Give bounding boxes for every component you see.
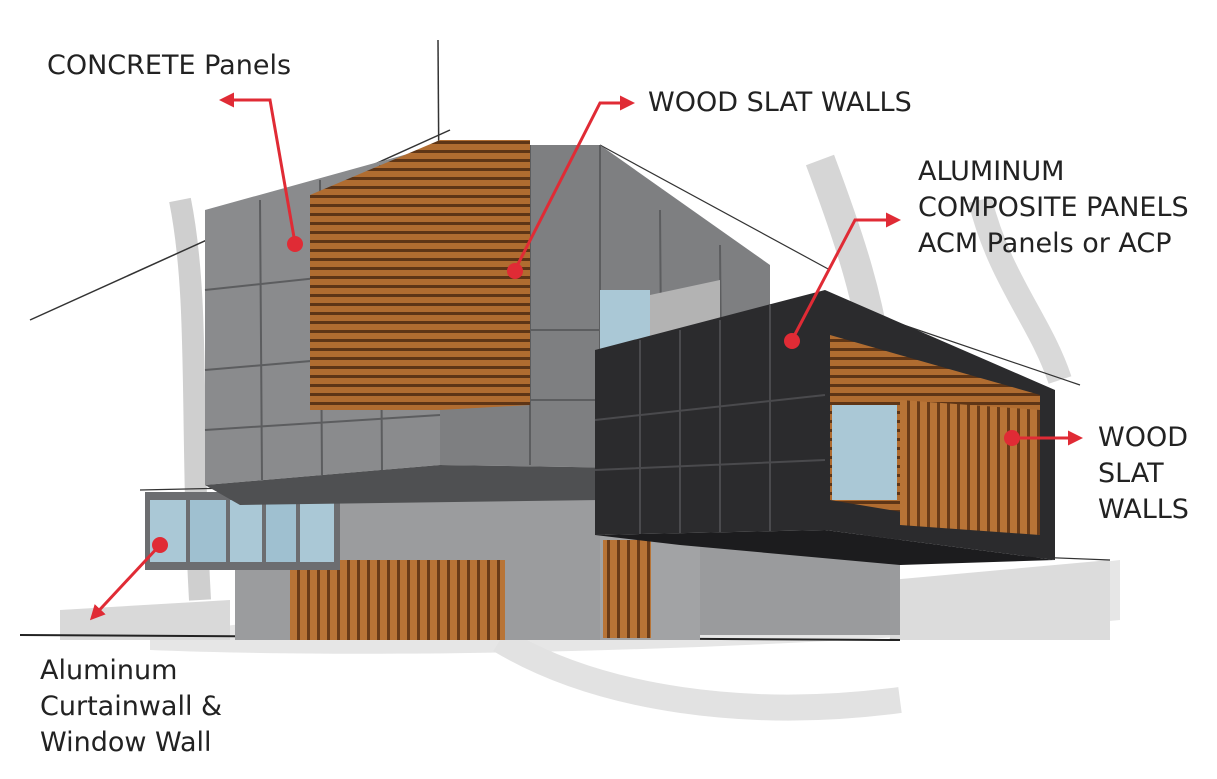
label-curtainwall-line-3: Window Wall — [40, 727, 212, 758]
label-curtainwall-line-2: Curtainwall & — [40, 691, 223, 722]
arrow-acm — [790, 212, 901, 341]
label-wood-right-line-1: WOOD — [1098, 422, 1188, 453]
label-acm-panels: ALUMINUM COMPOSITE PANELS ACM Panels or … — [918, 154, 1189, 262]
label-acm-line-3: ACM Panels or ACP — [918, 228, 1172, 259]
label-wood-right-line-2: SLAT — [1098, 458, 1164, 489]
arrow-curtainwall — [89, 543, 162, 621]
label-curtainwall-line-1: Aluminum — [40, 655, 178, 686]
label-wood-slat-walls-right: WOOD SLAT WALLS — [1098, 420, 1189, 528]
acm-box — [594, 290, 1055, 565]
arrow-wood-top — [513, 95, 635, 271]
label-concrete-panels: CONCRETE Panels — [47, 50, 292, 81]
arrow-concrete — [219, 92, 297, 244]
label-curtainwall: Aluminum Curtainwall & Window Wall — [40, 653, 222, 761]
label-wood-slat-walls-top: WOOD SLAT WALLS — [648, 87, 912, 118]
label-wood-right-line-3: WALLS — [1098, 494, 1189, 525]
callout-dots — [152, 236, 1020, 553]
label-acm-line-2: COMPOSITE PANELS — [918, 192, 1189, 223]
label-acm-line-1: ALUMINUM — [918, 156, 1065, 187]
callout-arrows — [89, 92, 1083, 621]
watermark-logo: CLADDERS — [915, 664, 1102, 688]
